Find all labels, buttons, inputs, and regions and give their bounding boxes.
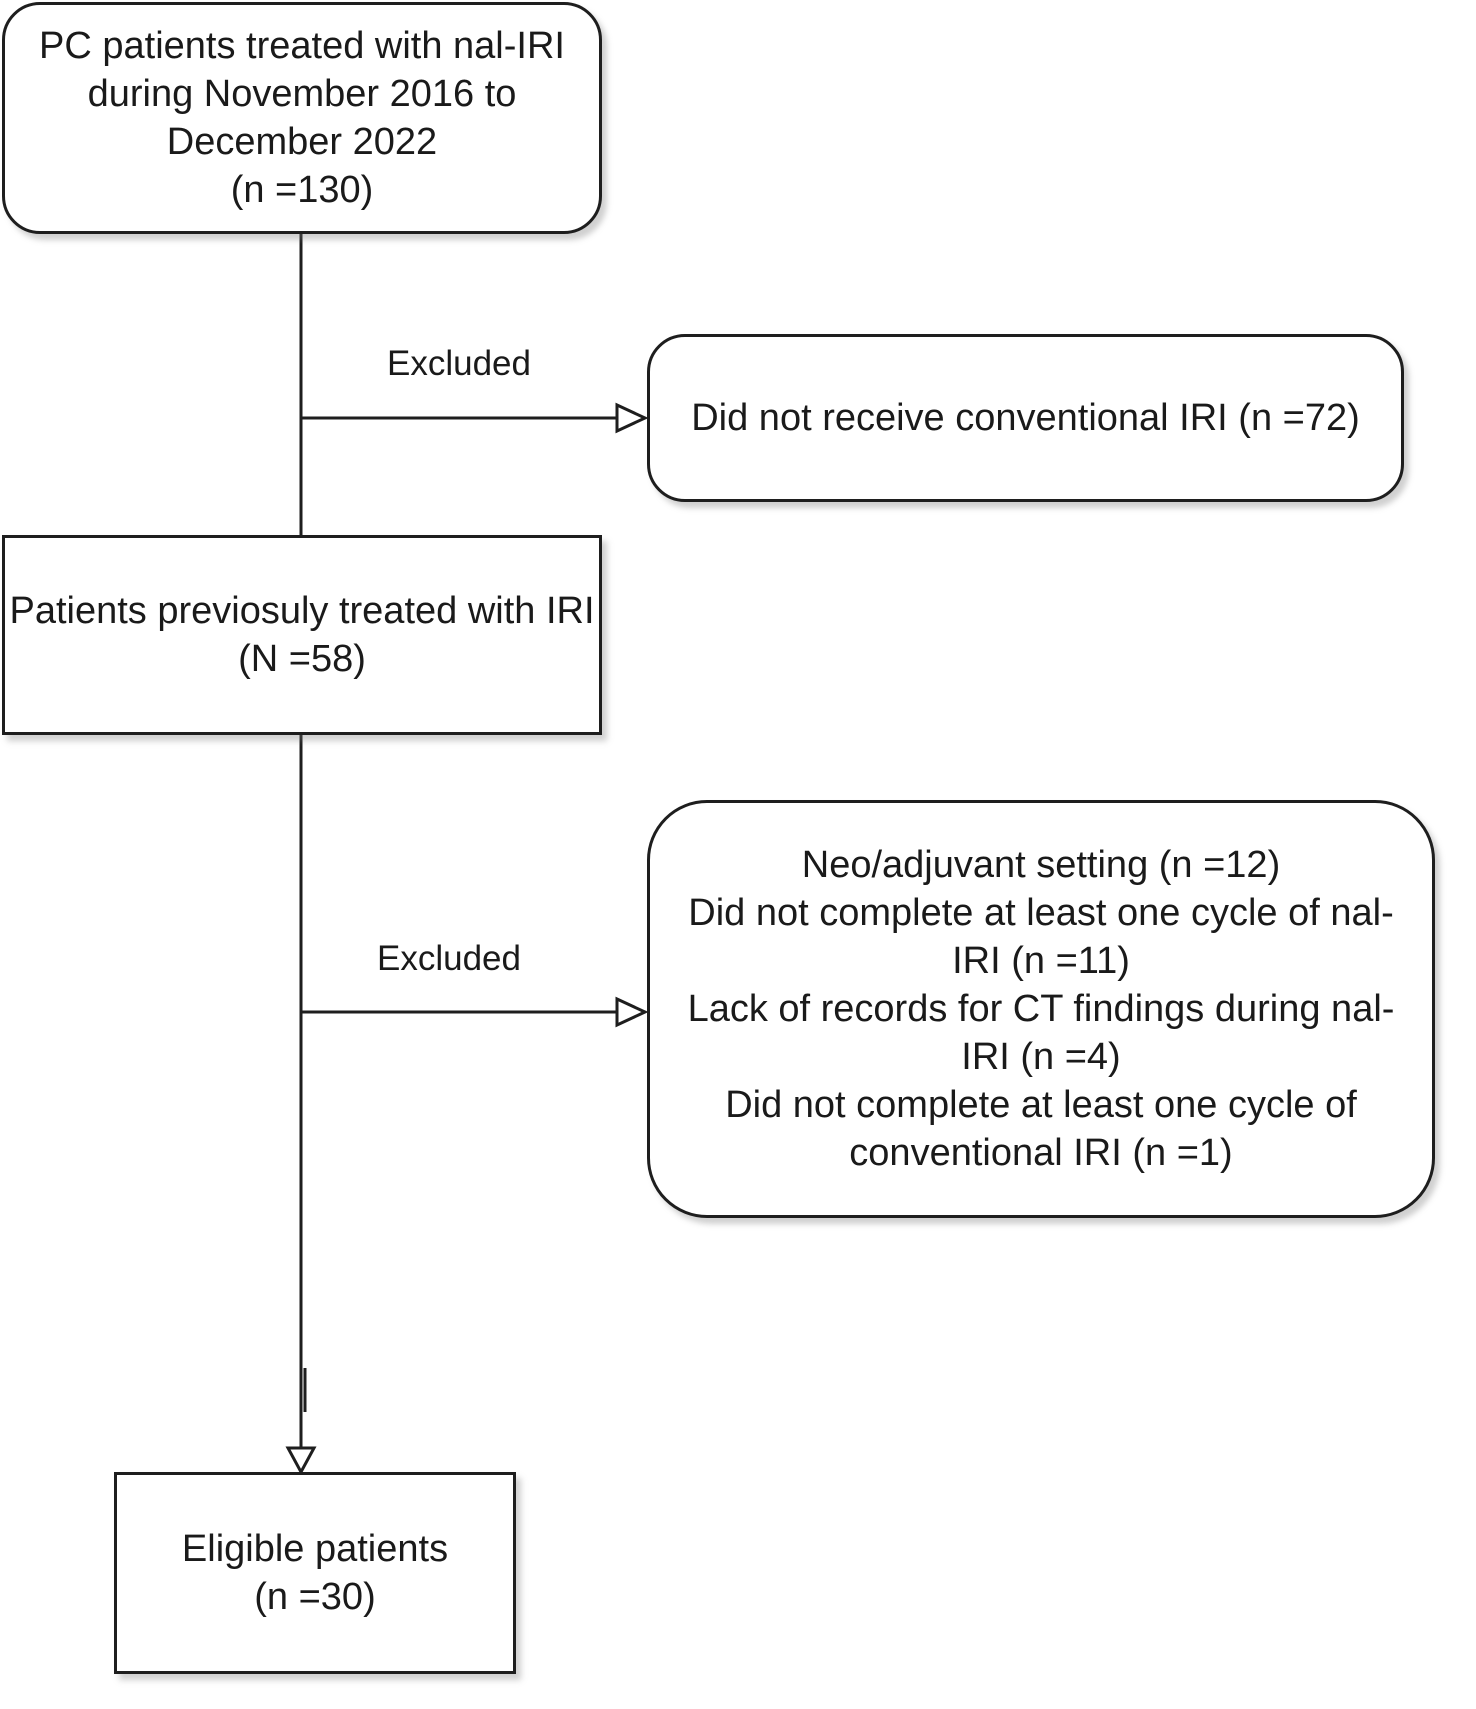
start-line-1: PC patients treated with nal-IRI — [39, 25, 565, 67]
arrowhead-branch-2 — [615, 996, 649, 1028]
excluded-1-line-1: Did not receive conventional IRI (n =72) — [691, 397, 1360, 439]
edge-label-excluded-2: Excluded — [377, 939, 521, 978]
start-line-3: December 2022 — [166, 121, 438, 163]
excluded-box-1: Did not receive conventional IRI (n =72) — [647, 334, 1404, 502]
excluded-2-line-3: IRI (n =11) — [952, 940, 1130, 982]
start-line-4: (n =130) — [230, 169, 374, 211]
excluded-2-line-4: Lack of records for CT findings during n… — [687, 988, 1395, 1030]
arrowhead-eligible — [285, 1446, 317, 1476]
eligible-line-1: Eligible patients — [181, 1528, 449, 1570]
previous-line-1: Patients previosuly treated with IRI — [9, 590, 595, 632]
previous-line-2: (N =58) — [238, 638, 366, 680]
eligible-box: Eligible patients (n =30) — [114, 1472, 516, 1674]
excluded-box-2: Neo/adjuvant setting (n =12) Did not com… — [647, 800, 1435, 1218]
excluded-2-line-2: Did not complete at least one cycle of n… — [688, 892, 1394, 934]
previously-treated-box: Patients previosuly treated with IRI (N … — [2, 535, 602, 735]
edge-label-excluded-1: Excluded — [387, 344, 531, 383]
excluded-2-line-5: IRI (n =4) — [961, 1036, 1121, 1078]
arrowhead-branch-1 — [615, 402, 649, 434]
excluded-2-line-7: conventional IRI (n =1) — [849, 1132, 1233, 1174]
start-line-2: during November 2016 to — [87, 73, 517, 115]
start-box: PC patients treated with nal-IRI during … — [2, 2, 602, 234]
excluded-2-line-6: Did not complete at least one cycle of — [725, 1084, 1357, 1126]
excluded-2-line-1: Neo/adjuvant setting (n =12) — [801, 844, 1281, 886]
eligible-line-2: (n =30) — [254, 1576, 376, 1618]
